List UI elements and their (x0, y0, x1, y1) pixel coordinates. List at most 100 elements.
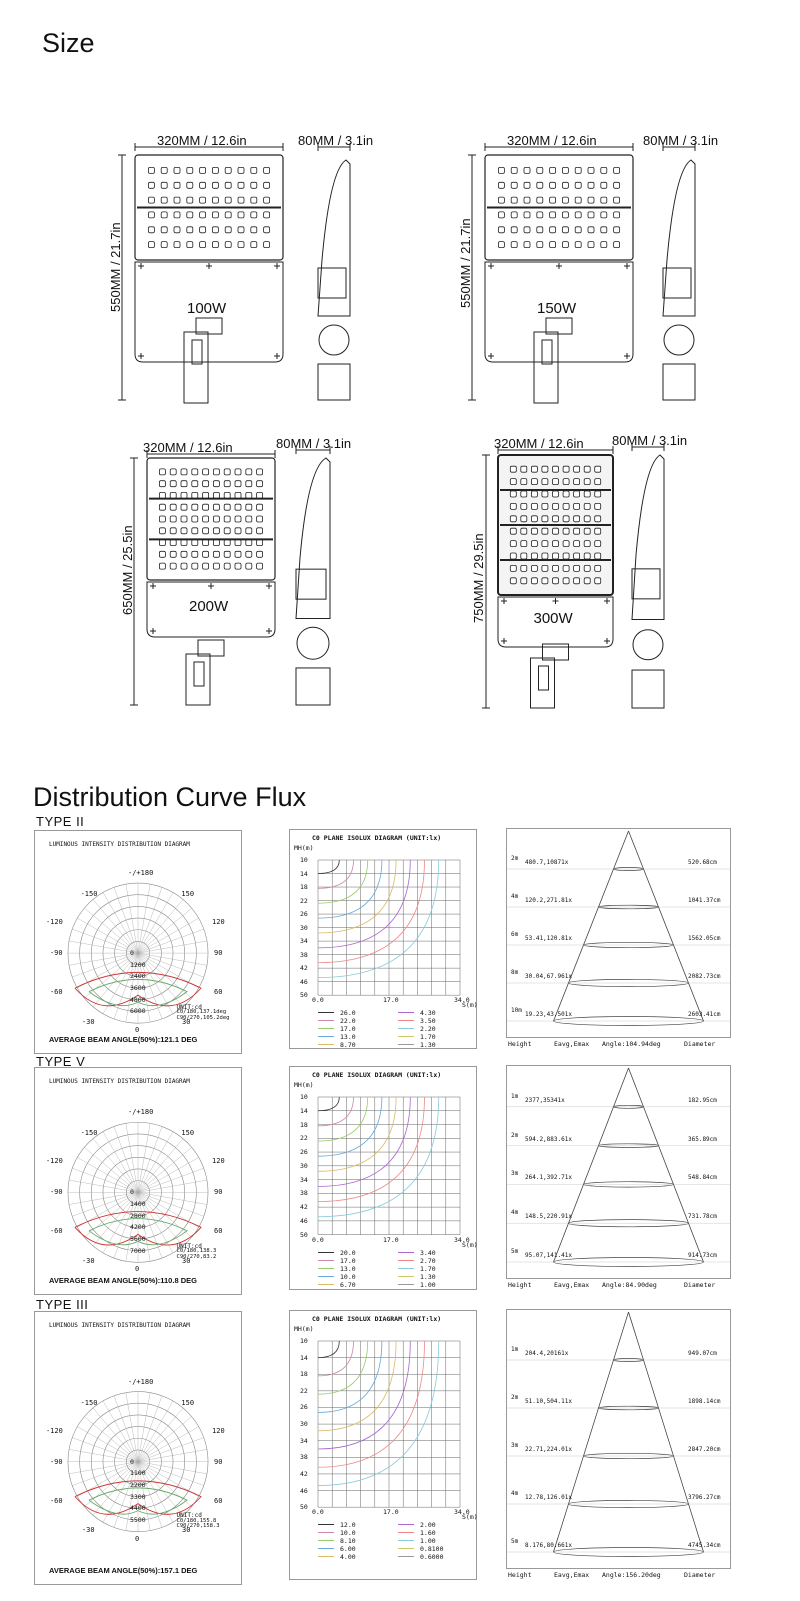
isolux-y-tick: 22 (300, 896, 308, 905)
polar-angle-label: 150 (181, 890, 195, 899)
width-dimension: 320MM / 12.6in (157, 133, 247, 148)
isolux-x-axis-label: S(m) (462, 1513, 478, 1522)
cone-illuminance: 51.10,504.11x (525, 1398, 572, 1405)
isolux-y-axis-label: MH(m) (294, 1325, 314, 1333)
isolux-y-tick: 30 (300, 1420, 308, 1429)
isolux-y-tick: 26 (300, 1403, 308, 1412)
polar-radial-label: 0 (130, 1188, 134, 1197)
isolux-y-tick: 42 (300, 1203, 308, 1212)
isolux-y-tick: 14 (300, 1106, 308, 1115)
polar-c90-legend: C90/270,158.3 (176, 1523, 220, 1530)
beam-angle: AVERAGE BEAM ANGLE(50%):121.1 DEG (49, 1035, 198, 1044)
isolux-legend-swatch (318, 1028, 334, 1030)
polar-angle-label: -60 (49, 988, 63, 997)
width-dimension: 320MM / 12.6in (143, 440, 233, 455)
isolux-legend-value: 6.70 (340, 1280, 356, 1289)
polar-radial-label: 7000 (130, 1246, 146, 1255)
isolux-legend-swatch (398, 1548, 414, 1550)
polar-angle-label: 30 (182, 1256, 191, 1265)
isolux-legend-value: 0.8100 (420, 1545, 444, 1554)
cone-illuminance: 22.71,224.01x (525, 1446, 572, 1453)
isolux-y-tick: 50 (300, 1503, 308, 1512)
isolux-legend-swatch (398, 1524, 414, 1526)
polar-radial-label: 2400 (130, 972, 146, 981)
isolux-legend-value: 1.30 (420, 1272, 436, 1281)
isolux-legend-swatch (398, 1283, 414, 1285)
isolux-y-tick: 46 (300, 977, 308, 986)
isolux-legend-value: 20.0 (340, 1248, 356, 1257)
cone-height: 1m (511, 1346, 519, 1353)
isolux-diagram: C0 PLANE ISOLUX DIAGRAM (UNIT:lx)MH(m)10… (289, 1066, 478, 1290)
isolux-x-tick: 0.0 (312, 1508, 324, 1517)
polar-angle-label: -30 (81, 1526, 95, 1535)
isolux-y-tick: 38 (300, 950, 308, 959)
cone-footer-eavg: Eavg,Emax (554, 1571, 590, 1579)
isolux-legend-swatch (318, 1267, 334, 1269)
cone-diameter: 3796.27cm (688, 1494, 721, 1501)
isolux-legend-swatch (398, 1036, 414, 1038)
cone-footer-diameter: Diameter (684, 1281, 716, 1289)
cone-height: 6m (511, 931, 519, 938)
isolux-y-tick: 30 (300, 923, 308, 932)
polar-radial-label: 2200 (130, 1480, 146, 1489)
polar-angle-label: -30 (81, 1256, 95, 1265)
polar-radial-label: 1200 (130, 960, 146, 969)
isolux-legend-swatch (318, 1548, 334, 1550)
isolux-legend-swatch (318, 1012, 334, 1014)
width-dimension: 320MM / 12.6in (494, 436, 584, 451)
wattage-label: 100W (187, 300, 227, 317)
isolux-y-tick: 42 (300, 964, 308, 973)
cone-height: 8m (511, 969, 519, 976)
polar-title: LUMINOUS INTENSITY DISTRIBUTION DIAGRAM (49, 1078, 190, 1085)
isolux-legend-swatch (318, 1540, 334, 1542)
cone-illuminance: 95.07,141.41x (525, 1252, 572, 1259)
polar-radial-label: 5600 (130, 1234, 146, 1243)
isolux-legend-swatch (318, 1259, 334, 1261)
cone-footer-diameter: Diameter (684, 1040, 716, 1048)
polar-angle-label: 120 (212, 918, 225, 927)
distribution-heading: Distribution Curve Flux (33, 782, 307, 812)
polar-diagram: LUMINOUS INTENSITY DISTRIBUTION DIAGRAM-… (34, 1311, 242, 1585)
height-dimension: 550MM / 21.7in (108, 222, 123, 312)
isolux-y-tick: 34 (300, 1175, 308, 1184)
width-dimension: 320MM / 12.6in (507, 133, 597, 148)
isolux-legend-value: 1.60 (420, 1529, 436, 1538)
height-dimension: 650MM / 25.5in (120, 525, 135, 615)
isolux-legend-swatch (398, 1028, 414, 1030)
isolux-y-tick: 50 (300, 991, 308, 1000)
cone-diameter: 365.89cm (688, 1135, 717, 1143)
cone-illuminance: 120.2,271.81x (525, 897, 572, 904)
polar-c90-legend: C90/270,105.2deg (176, 1014, 230, 1021)
isolux-y-tick: 26 (300, 910, 308, 919)
polar-radial-label: 1400 (130, 1199, 146, 1208)
cone-height: 2m (511, 855, 519, 862)
isolux-y-tick: 34 (300, 1436, 308, 1445)
polar-unit: UNIT:cd (176, 1242, 202, 1250)
isolux-title: C0 PLANE ISOLUX DIAGRAM (UNIT:lx) (312, 1071, 442, 1079)
isolux-legend-value: 4.00 (340, 1553, 356, 1562)
polar-unit: UNIT:cd (176, 1512, 202, 1520)
isolux-x-tick: 0.0 (312, 996, 324, 1005)
polar-angle-label: -90 (49, 1457, 63, 1466)
cone-illuminance: 204.4,20161x (525, 1350, 569, 1357)
polar-radial-label: 0 (130, 1457, 134, 1466)
polar-angle-label: -60 (49, 1496, 63, 1505)
cone-height: 4m (511, 1209, 519, 1217)
isolux-x-tick: 34.0 (454, 1235, 470, 1244)
polar-angle-label: -150 (80, 1129, 98, 1138)
cone-footer-angle: Angle:104.94deg (602, 1040, 661, 1048)
isolux-x-tick: 34.0 (454, 1508, 470, 1517)
type-label: TYPE V (36, 1054, 86, 1069)
isolux-y-tick: 30 (300, 1161, 308, 1170)
isolux-y-tick: 38 (300, 1189, 308, 1198)
polar-radial-label: 6000 (130, 1007, 146, 1016)
isolux-legend-value: 22.0 (340, 1017, 356, 1026)
cone-footer-angle: Angle:84.90deg (602, 1281, 657, 1289)
isolux-legend-value: 3.40 (420, 1248, 436, 1257)
cone-diameter: 1562.05cm (688, 935, 721, 942)
isolux-legend-swatch (398, 1540, 414, 1542)
isolux-legend-swatch (318, 1283, 334, 1285)
polar-angle-label: 0 (135, 1265, 140, 1274)
cone-height: 4m (511, 893, 519, 900)
isolux-legend-swatch (318, 1524, 334, 1526)
